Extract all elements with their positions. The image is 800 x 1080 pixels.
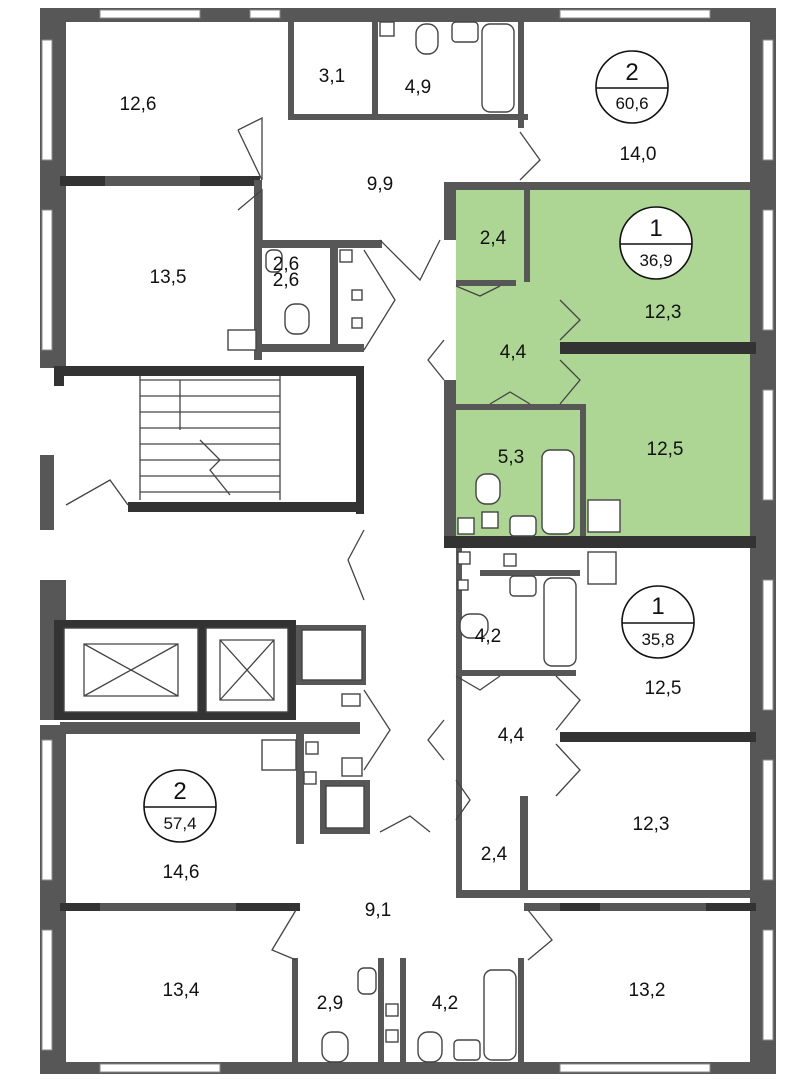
interior-walls: [54, 18, 756, 1068]
apartment-badge[interactable]: 1 36,9: [619, 206, 693, 280]
room-area-label: 12,3: [633, 814, 670, 835]
highlighted-apartment[interactable]: [456, 186, 754, 541]
room-area-label: 2,6: [273, 254, 299, 275]
room-area-label: 14,6: [163, 862, 200, 883]
room-area-label: 2,4: [481, 844, 508, 865]
svg-text:60,6: 60,6: [615, 94, 648, 113]
room-area-label: 4,4: [498, 725, 525, 746]
room-area-label: 3,1: [319, 66, 345, 87]
room-area-label: 2,6: [273, 270, 299, 291]
room-area-label: 12,3: [645, 302, 682, 323]
room-area-label: 12,5: [647, 439, 684, 460]
room-area-label: 9,9: [367, 174, 393, 195]
apartment-badge[interactable]: 1 35,8: [621, 585, 695, 659]
room-area-label: 13,5: [150, 267, 187, 288]
svg-text:1: 1: [649, 215, 662, 242]
svg-text:35,8: 35,8: [641, 630, 674, 649]
room-labels: 12,6 3,1 4,9 9,9 13,5 2,6 2,6 14,0 2,4 1…: [120, 66, 684, 1014]
stairs: [139, 376, 281, 500]
svg-text:36,9: 36,9: [639, 251, 672, 270]
room-area-label: 4,2: [475, 626, 501, 647]
svg-text:2: 2: [625, 59, 638, 86]
room-area-label: 2,9: [317, 993, 343, 1014]
room-area-label: 4,9: [405, 77, 431, 98]
lift-shafts: [83, 639, 275, 701]
room-area-label: 12,6: [120, 94, 157, 115]
room-area-label: 9,1: [365, 900, 391, 921]
room-area-label: 14,0: [620, 144, 657, 165]
doors: [65, 116, 581, 961]
room-area-label: 13,4: [163, 980, 200, 1001]
room-area-label: 4,4: [500, 342, 527, 363]
room-area-label: 13,2: [629, 980, 666, 1001]
svg-text:2: 2: [173, 778, 186, 805]
svg-text:57,4: 57,4: [163, 814, 196, 833]
room-area-label: 12,5: [645, 678, 682, 699]
room-area-label: 4,2: [432, 993, 458, 1014]
fixtures: [227, 21, 621, 1063]
room-area-label: 5,3: [498, 447, 524, 468]
apartment-badge[interactable]: 2 60,6: [595, 50, 669, 124]
room-area-label: 2,4: [480, 228, 507, 249]
svg-text:1: 1: [651, 593, 664, 620]
windows: [41, 9, 774, 1073]
apartment-badge[interactable]: 2 57,4: [143, 769, 217, 843]
